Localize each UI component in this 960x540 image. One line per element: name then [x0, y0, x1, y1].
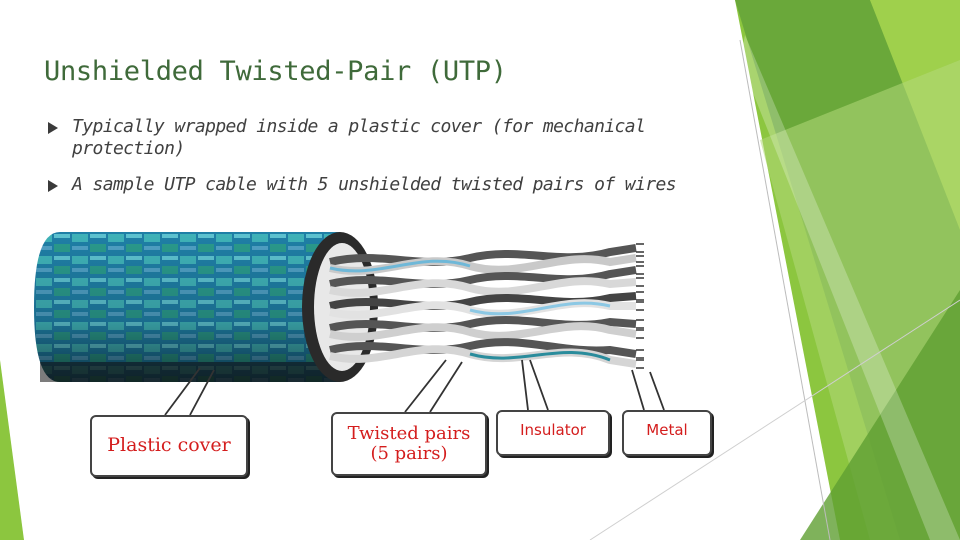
deco-line-2 [589, 299, 960, 540]
twisted-pair-3 [329, 292, 637, 319]
label-plastic-cover-text: Plastic cover [107, 434, 231, 456]
bullet-2-text: A sample UTP cable with 5 unshielded twi… [72, 174, 677, 195]
deco-band-lower [800, 290, 960, 540]
label-metal-text: Metal [646, 421, 688, 439]
slide-title: Unshielded Twisted-Pair (UTP) [44, 56, 507, 87]
label-plastic-cover: Plastic cover [90, 415, 248, 477]
bullet-arrow-icon [48, 122, 58, 134]
cable-jacket-bottom [40, 362, 340, 382]
deco-stripe [740, 35, 960, 540]
label-insulator-text: Insulator [520, 421, 586, 439]
deco-left-triangle [0, 360, 24, 540]
metal-wire-ends [636, 243, 644, 369]
twisted-pair-2 [329, 266, 637, 297]
bullet-1-text: Typically wrapped inside a plastic cover… [72, 116, 646, 159]
deco-line-1 [739, 39, 831, 540]
twisted-pair-4 [329, 316, 637, 341]
twisted-pair-1 [329, 244, 637, 275]
cable-jacket-shade [34, 232, 340, 382]
label-twisted-pairs-line2: (5 pairs) [370, 443, 448, 464]
label-metal: Metal [622, 410, 712, 456]
label-twisted-pairs-line1: Twisted pairs [347, 423, 471, 444]
label-insulator: Insulator [496, 410, 610, 456]
bullet-arrow-icon [48, 180, 58, 192]
label-twisted-pairs: Twisted pairs (5 pairs) [331, 412, 487, 476]
callout-pointers [164, 359, 665, 416]
twisted-pair-5 [329, 338, 637, 368]
